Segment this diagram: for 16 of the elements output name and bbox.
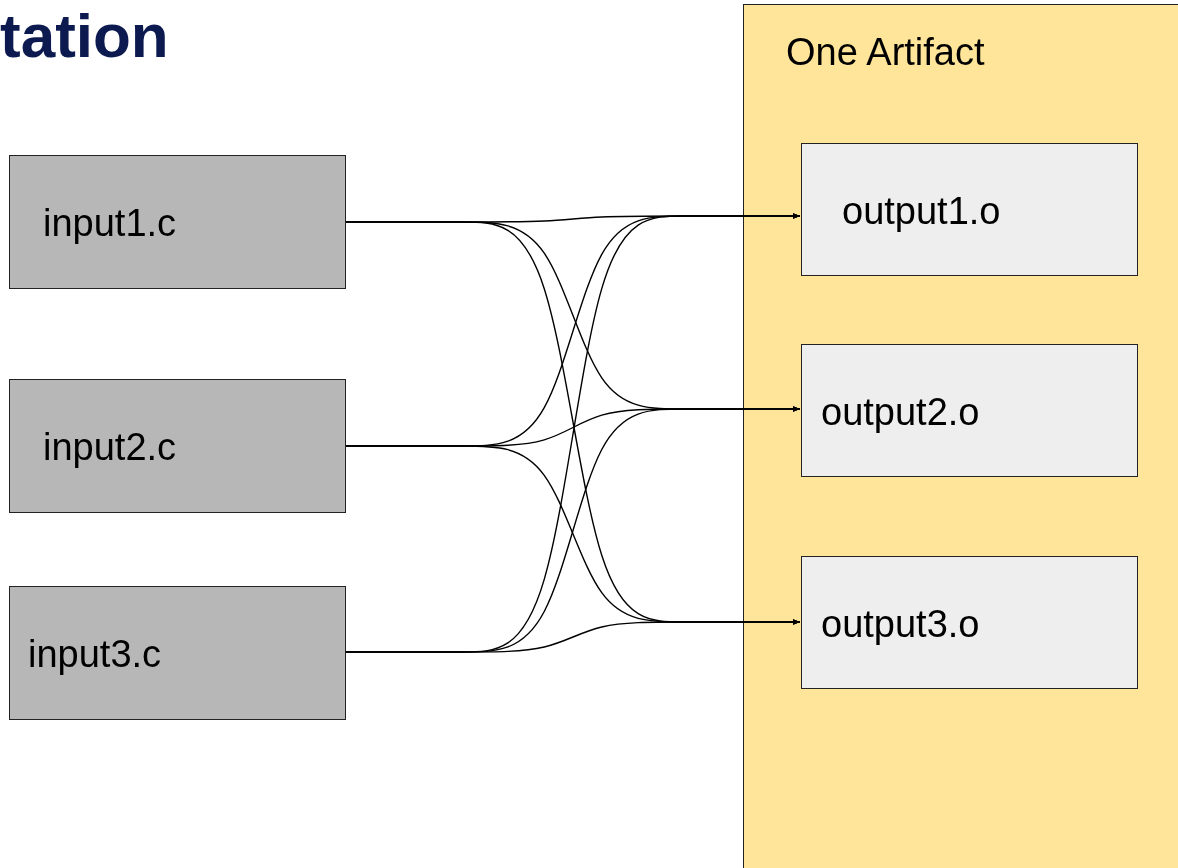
input-box (9, 379, 346, 513)
output-box (801, 344, 1138, 477)
output-box (801, 556, 1138, 689)
arrow (345, 619, 801, 653)
node-label: output1.o (842, 191, 1001, 230)
slide-title: tation (0, 2, 169, 71)
node-label: input2.c (43, 428, 177, 466)
node-label: output3.o (821, 604, 980, 643)
node-label: output2.o (821, 392, 980, 431)
input-box (9, 155, 346, 289)
node-label: input3.c (28, 635, 162, 673)
output-box (801, 143, 1138, 276)
node-label: One Artifact (786, 33, 985, 71)
artifact-container (743, 4, 1178, 868)
input-box (9, 586, 346, 720)
node-label: input1.c (43, 204, 177, 242)
